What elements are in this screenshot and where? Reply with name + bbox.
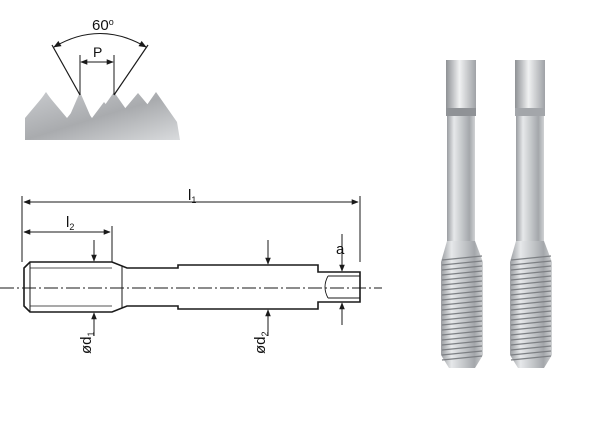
thread-striation <box>441 315 483 321</box>
tap-photo-left <box>441 60 483 368</box>
thread-striation <box>441 325 483 331</box>
tap-right-square <box>515 60 545 110</box>
thread-striation <box>441 275 483 281</box>
thread-striation <box>510 260 552 266</box>
thread-striation <box>441 300 483 306</box>
thread-striation <box>441 265 483 271</box>
tap-left-neck <box>446 108 476 116</box>
tap-photo-right <box>510 60 552 368</box>
tap-left-threads <box>441 255 483 361</box>
tap-technical-drawing <box>0 196 382 336</box>
thread-striation <box>510 265 552 271</box>
thread-striation <box>510 345 552 351</box>
thread-striation <box>510 355 552 361</box>
tap-left-shank <box>447 116 475 241</box>
thread-striation <box>441 280 483 286</box>
thread-striation <box>441 335 483 341</box>
thread-striation <box>441 340 483 346</box>
thread-striation <box>510 315 552 321</box>
thread-striation <box>510 350 552 356</box>
thread-striation <box>510 330 552 336</box>
angle-label: 60o <box>92 17 114 34</box>
thread-striation <box>510 305 552 311</box>
thread-striation <box>510 275 552 281</box>
thread-striation <box>510 270 552 276</box>
tap-right-neck <box>515 108 545 116</box>
thread-striation <box>441 270 483 276</box>
thread-striation <box>441 330 483 336</box>
thread-striation <box>441 350 483 356</box>
a-label: a <box>336 241 345 258</box>
tap-left-flute-body <box>441 241 483 368</box>
thread-striation <box>441 285 483 291</box>
pitch-label: P <box>93 44 102 60</box>
thread-profile-detail: 60o P <box>25 17 180 140</box>
angle-flank-left <box>51 44 81 96</box>
thread-striation <box>441 305 483 311</box>
thread-striation <box>441 345 483 351</box>
thread-striation <box>510 285 552 291</box>
thread-striation <box>510 290 552 296</box>
thread-striation <box>510 280 552 286</box>
thread-striation <box>510 300 552 306</box>
thread-striation <box>441 255 483 261</box>
thread-striation <box>510 255 552 261</box>
thread-striation <box>441 355 483 361</box>
thread-striation <box>510 340 552 346</box>
thread-striation <box>510 335 552 341</box>
d1-label: ød1 <box>78 331 96 354</box>
tap-right-shank <box>516 116 544 241</box>
l1-label: l1 <box>188 187 196 205</box>
thread-striation <box>441 310 483 316</box>
tap-right-flute-body <box>510 241 552 368</box>
l2-label: l2 <box>66 214 74 232</box>
thread-striation <box>441 260 483 266</box>
thread-striation <box>510 310 552 316</box>
square-curve <box>324 275 329 299</box>
tap-right-threads <box>510 255 552 361</box>
thread-teeth-peaks <box>25 92 180 140</box>
tap-left-square <box>446 60 476 110</box>
thread-striation <box>510 295 552 301</box>
thread-striation <box>510 320 552 326</box>
d2-label: ød2 <box>252 331 270 354</box>
thread-striation <box>441 290 483 296</box>
angle-arc <box>53 33 147 48</box>
tap-outline <box>23 261 361 313</box>
thread-striation <box>441 295 483 301</box>
thread-striation <box>441 320 483 326</box>
thread-striation <box>510 325 552 331</box>
angle-flank-right <box>113 44 149 96</box>
